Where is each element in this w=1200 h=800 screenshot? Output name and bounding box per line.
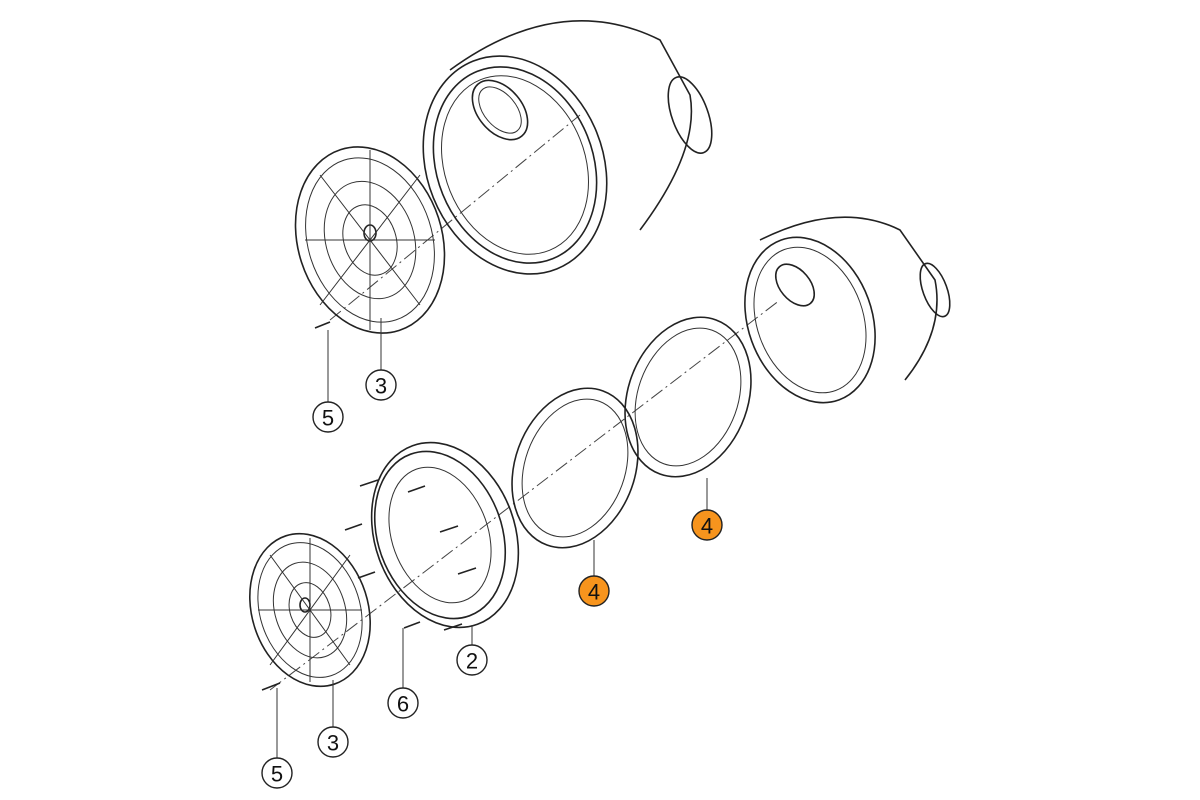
callout-number: 2	[466, 649, 478, 674]
large-housing	[422, 19, 713, 275]
leader-lines	[276, 318, 708, 758]
callout-number: 5	[271, 762, 283, 787]
callout-part-5: 5	[261, 757, 293, 789]
callout-circle	[261, 757, 293, 789]
callout-number: 4	[701, 514, 713, 539]
gasket-rear	[624, 316, 752, 478]
center-axis-top	[329, 114, 581, 321]
mounting-flange	[370, 441, 520, 629]
gasket-front	[511, 387, 639, 549]
callout-part-3: 3	[365, 369, 397, 401]
callout-circle	[456, 644, 488, 676]
callout-circle	[691, 509, 723, 541]
callout-circle	[387, 687, 419, 719]
grille-top	[294, 146, 446, 334]
small-housing	[744, 216, 951, 404]
callout-part-3: 3	[317, 726, 349, 758]
callout-part-5: 5	[312, 401, 344, 433]
callout-number: 3	[375, 374, 387, 399]
callout-number: 4	[588, 580, 600, 605]
callout-number: 6	[397, 692, 409, 717]
callout-part-4: 4	[691, 509, 723, 541]
grille-bottom	[249, 532, 371, 688]
screws	[261, 321, 477, 691]
callout-circle	[312, 401, 344, 433]
callout-number: 5	[322, 406, 334, 431]
center-axis-bottom	[269, 299, 781, 691]
callout-circle	[365, 369, 397, 401]
callout-circle	[578, 575, 610, 607]
callout-part-6: 6	[387, 687, 419, 719]
callout-part-2: 2	[456, 644, 488, 676]
callout-part-4: 4	[578, 575, 610, 607]
callout-number: 3	[327, 731, 339, 756]
callout-circle	[317, 726, 349, 758]
